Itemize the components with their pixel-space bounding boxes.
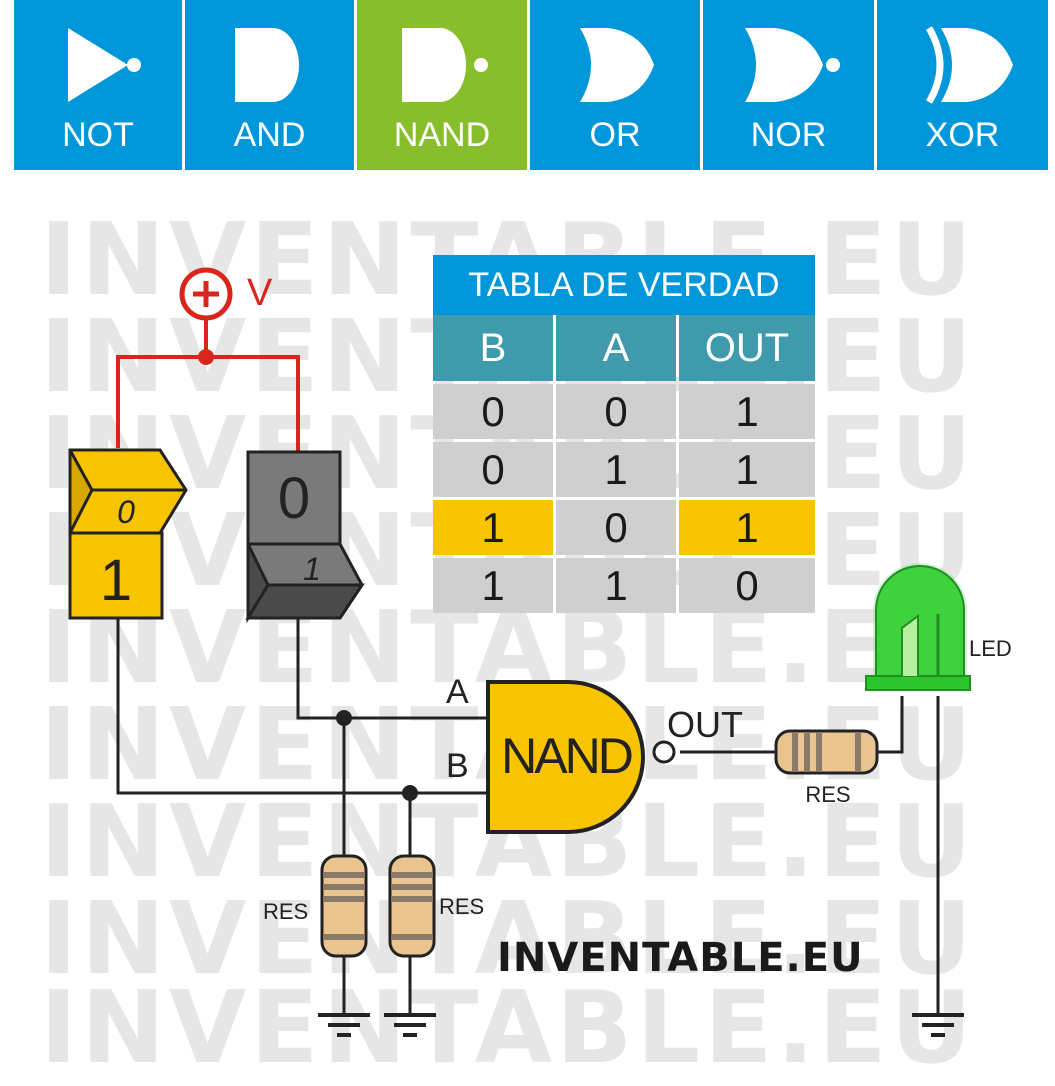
tab-label: XOR — [925, 116, 1000, 154]
table-cell: 1 — [679, 384, 815, 439]
ground-symbol-a — [318, 1013, 370, 1037]
tab-nor[interactable]: NOR — [703, 0, 874, 170]
output-resistor: RES — [774, 729, 879, 807]
tab-and[interactable]: AND — [185, 0, 354, 170]
inverter-bubble — [652, 740, 676, 764]
ground-symbol-b — [384, 1013, 436, 1037]
switch-b[interactable]: 0 1 — [68, 448, 188, 620]
and-gate-icon — [235, 28, 299, 102]
resistor-label: RES — [439, 894, 484, 919]
input-b-junction — [402, 785, 418, 801]
tab-label: AND — [233, 116, 306, 154]
supply-label: V — [247, 272, 273, 314]
xor-gate-icon — [925, 26, 1013, 104]
tab-xor[interactable]: XOR — [877, 0, 1048, 170]
tab-label: OR — [589, 116, 641, 154]
table-cell: 1 — [556, 442, 676, 497]
header-cell: OUT — [679, 315, 815, 381]
tab-label: NOT — [62, 116, 134, 154]
output-label: OUT — [667, 704, 743, 745]
led-label: LED — [969, 636, 1012, 661]
power-supply-symbol: V — [179, 267, 273, 357]
watermark-text: INVENTABLE.EU — [40, 880, 976, 997]
table-cell: 1 — [556, 558, 676, 613]
header-cell: A — [556, 315, 676, 381]
watermark-text: INVENTABLE.EU — [40, 969, 976, 1086]
gate-tab-bar: NOT AND NAND OR NOR XOR — [14, 0, 1048, 170]
resistor-label: RES — [263, 899, 308, 924]
table-cell: 0 — [433, 442, 553, 497]
table-cell: 0 — [433, 384, 553, 439]
truth-table-row: 0 0 1 — [433, 384, 815, 439]
truth-table: TABLA DE VERDAD B A OUT 0 0 1 0 1 1 1 0 … — [433, 255, 815, 613]
truth-table-header-row: B A OUT — [433, 315, 815, 381]
resistor-label: RES — [805, 782, 850, 807]
table-cell: 0 — [679, 558, 815, 613]
input-a-label: A — [446, 673, 469, 711]
table-cell: 0 — [556, 500, 676, 555]
switch-b-bottom-label: 1 — [100, 548, 132, 613]
ground-symbol-led — [912, 1013, 964, 1037]
nand-gate: NAND — [486, 680, 676, 834]
nor-gate-icon — [745, 28, 840, 102]
or-gate-icon — [580, 28, 654, 102]
gate-label: NAND — [501, 728, 632, 784]
input-b-label: B — [446, 747, 469, 785]
truth-table-row: 1 1 0 — [433, 558, 815, 613]
switch-a-bottom-label: 1 — [303, 551, 321, 587]
nand-gate-icon — [402, 28, 488, 102]
table-cell: 0 — [556, 384, 676, 439]
table-cell: 1 — [679, 442, 815, 497]
tab-not[interactable]: NOT — [14, 0, 182, 170]
truth-table-title: TABLA DE VERDAD — [433, 255, 815, 315]
truth-table-row: 0 1 1 — [433, 442, 815, 497]
switch-a[interactable]: 0 1 — [245, 450, 365, 624]
tab-or[interactable]: OR — [530, 0, 700, 170]
header-cell: B — [433, 315, 553, 381]
tab-nand[interactable]: NAND — [357, 0, 527, 170]
pulldown-resistor-a: RES — [263, 854, 368, 958]
not-gate-icon — [68, 28, 141, 102]
switch-b-top-label: 0 — [117, 494, 135, 530]
truth-table-row: 1 0 1 — [433, 500, 815, 555]
switch-a-top-label: 0 — [278, 466, 310, 531]
table-cell: 1 — [433, 500, 553, 555]
table-cell: 1 — [679, 500, 815, 555]
supply-wire — [116, 355, 300, 452]
supply-junction — [198, 349, 214, 365]
input-a-junction — [336, 710, 352, 726]
tab-label: NAND — [393, 116, 491, 154]
tab-label: NOR — [750, 116, 827, 154]
led: LED — [865, 563, 1012, 691]
table-cell: 1 — [433, 558, 553, 613]
circuit-wires — [116, 618, 940, 1015]
brand-logo-text: INVENTABLE.EU — [497, 935, 864, 981]
pulldown-resistor-b: RES — [388, 854, 484, 958]
